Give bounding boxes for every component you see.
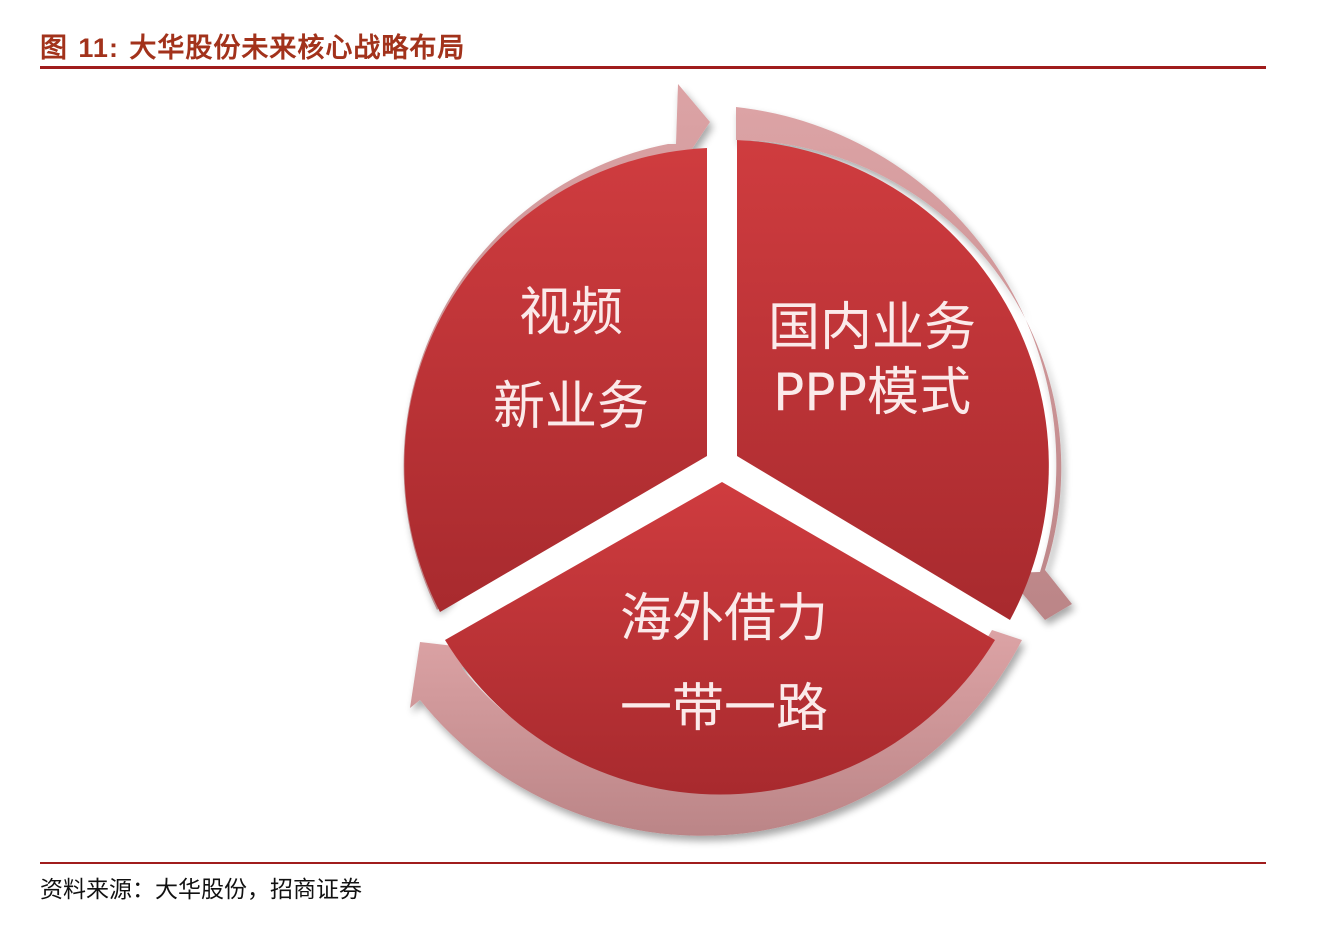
segment-overseas-line2: 一带一路 [620,679,828,739]
segment-overseas-line1: 海外借力 [620,589,828,649]
segment-domestic-line1: 国内业务 [768,298,976,358]
segment-video [404,148,707,612]
figure-title: 图 11: 大华股份未来核心战略布局 [40,26,465,65]
segment-video-line1: 视频 [519,283,623,343]
segment-domestic-line2: PPP模式 [773,363,971,423]
segments [404,140,1049,795]
source-note: 资料来源：大华股份，招商证券 [40,877,362,903]
title-divider [40,66,1266,69]
segment-video-line2: 新业务 [493,377,649,437]
source-divider [40,862,1266,864]
arrow-icon-bottom [410,630,1022,836]
figure-title-text: 大华股份未来核心战略布局 [129,33,466,64]
figure-label: 图 [40,33,68,64]
segment-overseas [445,482,995,795]
figure-number: 11: [78,33,119,63]
segment-domestic [737,140,1049,620]
